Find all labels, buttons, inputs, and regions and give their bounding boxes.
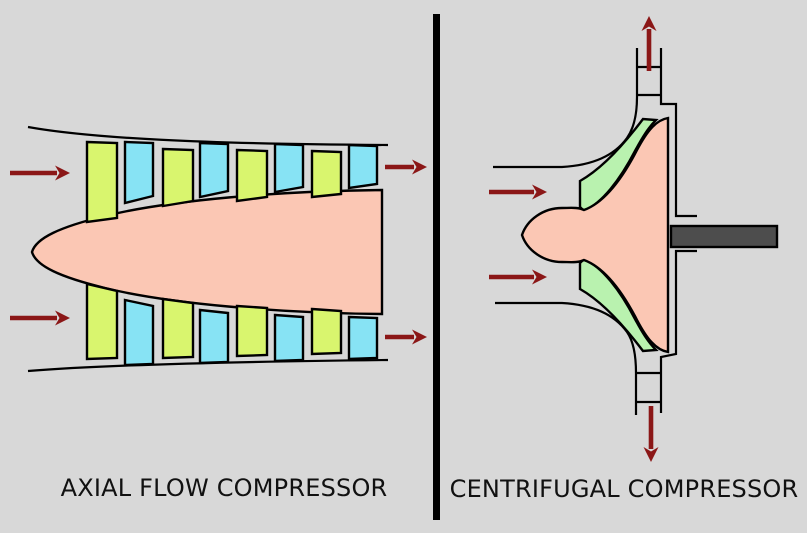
centrifugal-casing-right-top: [659, 48, 697, 218]
centrifugal-casing-right-bottom: [659, 249, 697, 413]
axial-flow-arrows: [10, 159, 427, 345]
stator-blade: [123, 298, 155, 367]
stator-blade: [273, 313, 305, 363]
rotor-blade: [310, 307, 343, 356]
stator-blade: [347, 315, 379, 361]
centrifugal-compressor-label: CENTRIFUGAL COMPRESSOR: [450, 475, 799, 503]
axial-rotor-hub: [30, 188, 384, 316]
centrifugal-impeller: [520, 116, 670, 354]
rotor-blade: [310, 149, 343, 199]
drive-shaft: [669, 224, 779, 249]
axial-bottom-blade-row: [85, 282, 379, 367]
rotor-blade: [85, 282, 119, 361]
stator-blade: [347, 143, 379, 190]
rotor-blade: [235, 148, 269, 203]
stator-blade: [198, 141, 230, 199]
axial-compressor-label: AXIAL FLOW COMPRESSOR: [61, 474, 388, 502]
stator-blade: [123, 140, 155, 205]
axial-top-blade-row: [85, 140, 379, 224]
rotor-blade: [161, 297, 195, 360]
stator-blade: [273, 142, 305, 194]
centrifugal-flow-arrows: [489, 16, 659, 462]
rotor-blade: [235, 304, 269, 358]
centrifugal-compressor-section: [489, 16, 779, 462]
axial-casing-bottom-line: [27, 358, 389, 373]
rotor-blade: [161, 147, 195, 208]
axial-compressor-section: [10, 125, 427, 373]
stator-blade: [198, 308, 230, 365]
rotor-blade: [85, 140, 119, 224]
divider-line: [433, 14, 440, 520]
axial-casing-top-line: [27, 125, 389, 147]
